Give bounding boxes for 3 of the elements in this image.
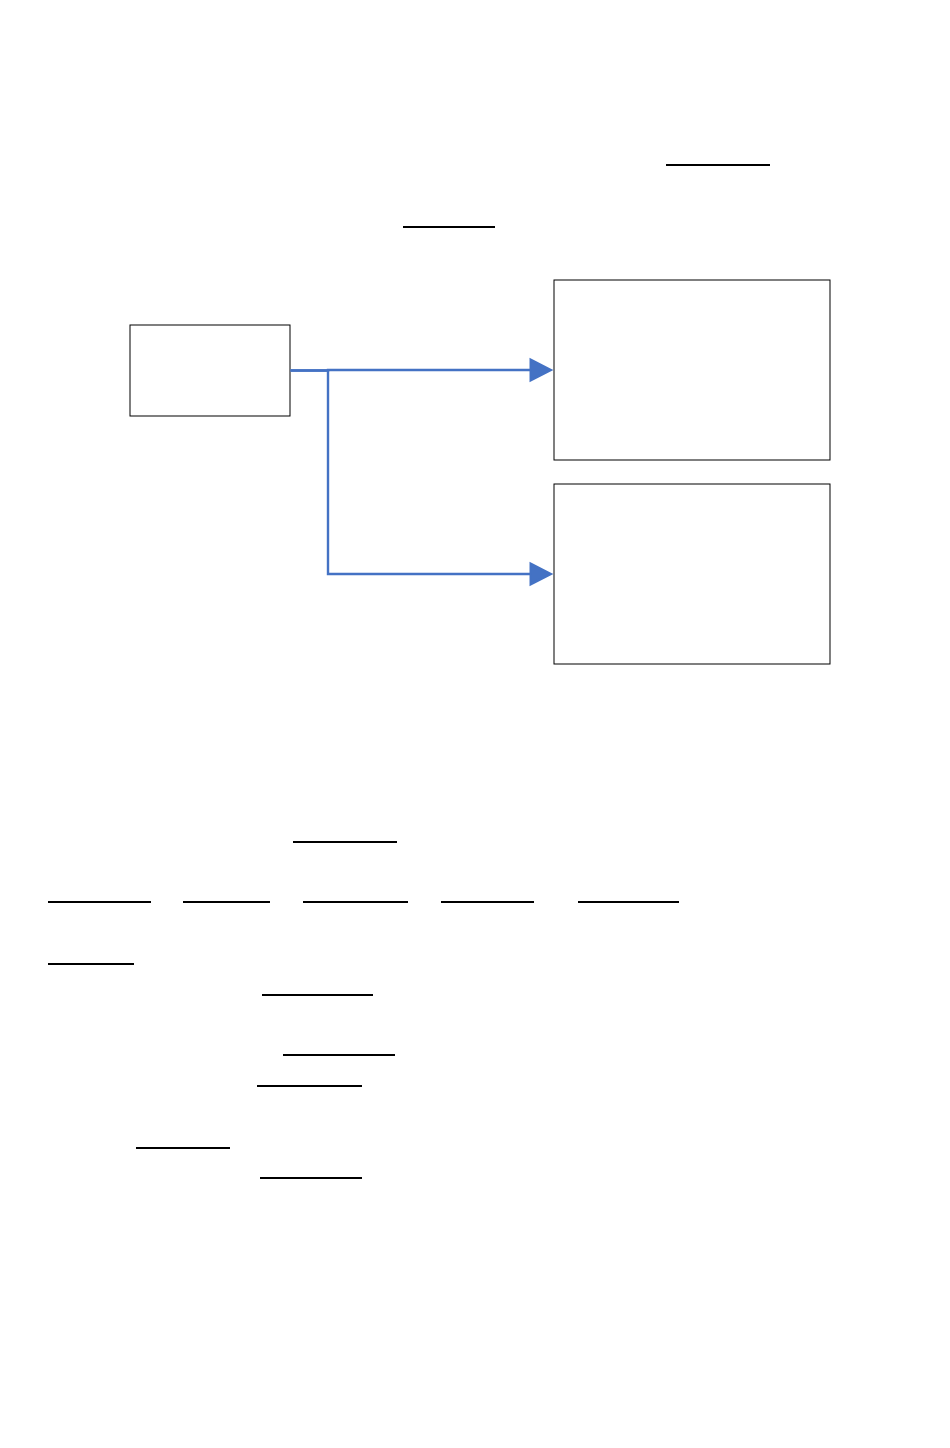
empty-box <box>553 279 831 461</box>
empty-box <box>129 324 291 417</box>
empty-box <box>553 483 831 665</box>
